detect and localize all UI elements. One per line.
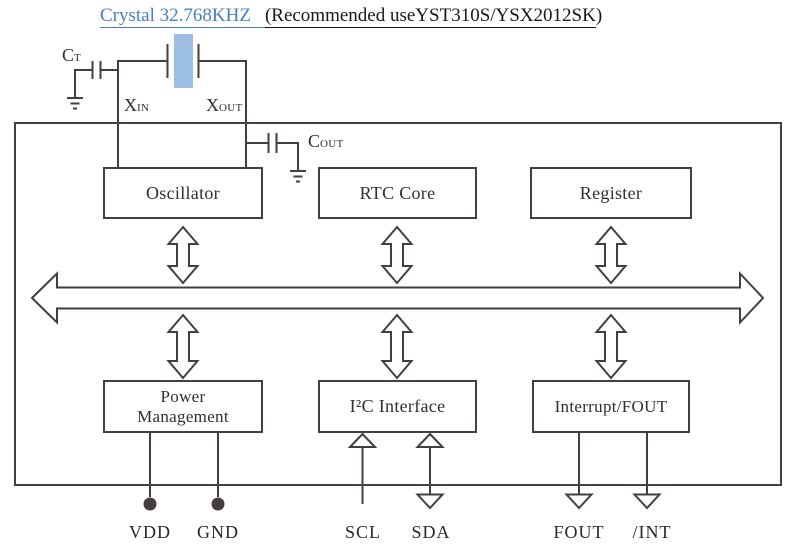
block-power-management: Power Management [103,380,263,433]
bidi-arrow-oscillator [166,225,200,285]
crystal-spec-link[interactable]: Crystal 32.768KHZ [100,5,265,28]
xin-pin-label: XIN [124,95,150,115]
cout-label: COUT [308,131,344,151]
pin-label-fout: FOUT [553,522,605,542]
xout-pin-label: XOUT [206,95,243,115]
ct-capacitor [67,61,118,110]
pin-label-int: /INT [632,522,672,542]
int-pin [632,432,662,510]
block-register: Register [530,167,692,219]
pin-label-vdd: VDD [129,522,171,542]
crystal-body [174,34,193,88]
bidi-arrow-interrupt [594,313,628,380]
bidi-arrow-register [594,225,628,285]
recommendation-note: (Recommended useYST310S/YSX2012SK) [264,5,603,28]
pin-label-sda: SDA [411,522,451,542]
block-oscillator: Oscillator [103,167,263,219]
pin-label-gnd: GND [197,522,239,542]
block-rtc-core: RTC Core [318,167,477,219]
bidi-arrow-power [166,313,200,380]
system-bus-arrow [30,270,765,326]
pin-label-scl: SCL [344,522,382,542]
bidi-arrow-i2c [380,313,414,380]
ground-symbol [290,170,306,183]
header: Crystal 32.768KHZ(Recommended useYST310S… [100,5,603,28]
scl-pin [347,432,378,504]
block-i2c-interface: I²C Interface [318,380,477,433]
bidi-arrow-rtc-core [380,225,414,285]
vdd-pin [143,432,157,511]
crystal-circuit [117,34,247,168]
cout-capacitor [246,133,306,183]
fout-pin [564,432,594,510]
ct-label: CT [62,45,82,65]
ground-symbol [67,97,83,110]
block-interrupt-fout: Interrupt/FOUT [532,380,690,433]
sda-pin [415,432,445,510]
gnd-pin [211,432,225,511]
chip-outline [14,122,782,486]
